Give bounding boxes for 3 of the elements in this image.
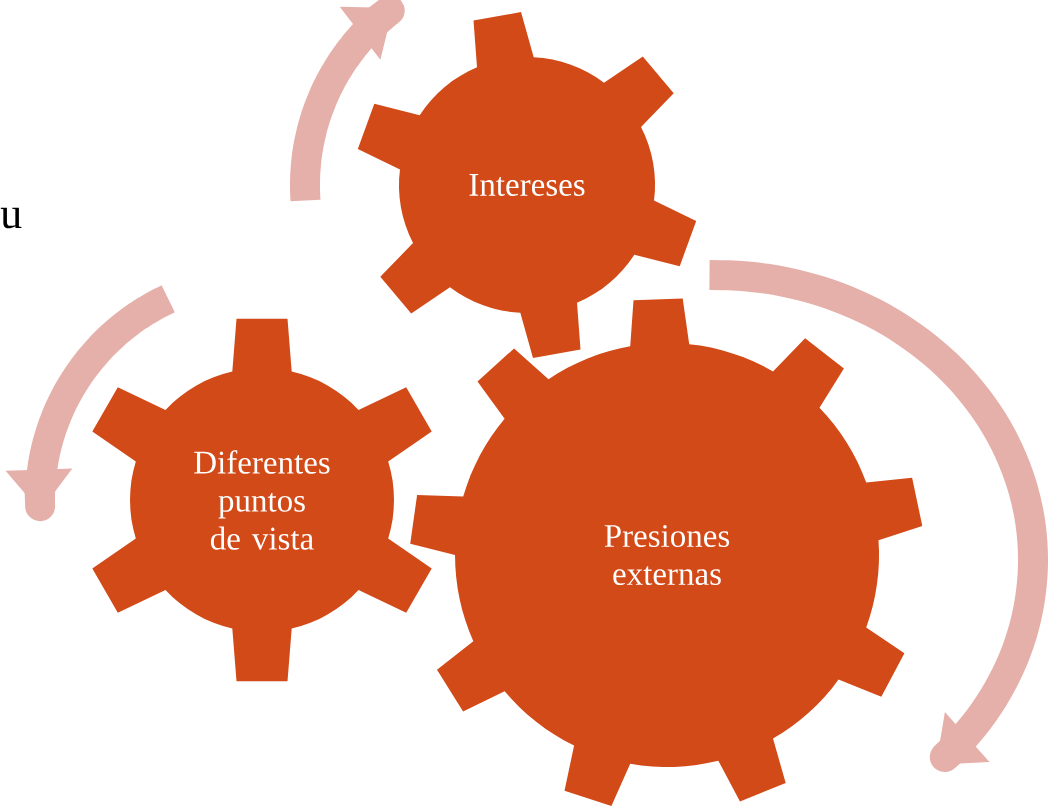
text-fragment: u	[0, 207, 22, 229]
gear: Diferentes puntos de vista	[92, 318, 432, 682]
gear: Intereses	[357, 12, 697, 358]
